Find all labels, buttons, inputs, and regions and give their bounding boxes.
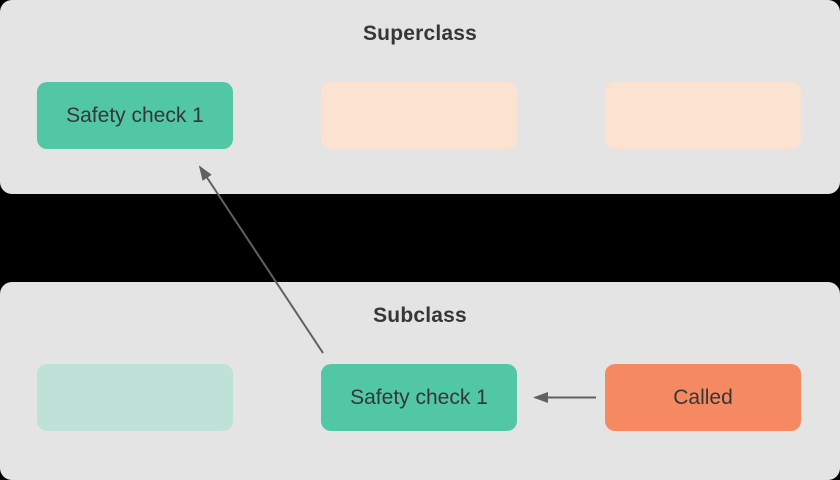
subclass-panel: Subclass Safety check 1 Called xyxy=(0,282,840,480)
superclass-placeholder-box-1 xyxy=(321,82,517,149)
called-label: Called xyxy=(673,385,733,409)
superclass-safety-check-label: Safety check 1 xyxy=(66,103,204,127)
called-box: Called xyxy=(605,364,801,431)
superclass-panel: Superclass Safety check 1 xyxy=(0,0,840,194)
subclass-safety-check-label: Safety check 1 xyxy=(350,385,488,409)
subclass-safety-check-box: Safety check 1 xyxy=(321,364,517,431)
subclass-placeholder-box xyxy=(37,364,233,431)
superclass-placeholder-box-2 xyxy=(605,82,801,149)
superclass-safety-check-box: Safety check 1 xyxy=(37,82,233,149)
superclass-title: Superclass xyxy=(362,22,478,45)
subclass-title: Subclass xyxy=(373,304,467,327)
